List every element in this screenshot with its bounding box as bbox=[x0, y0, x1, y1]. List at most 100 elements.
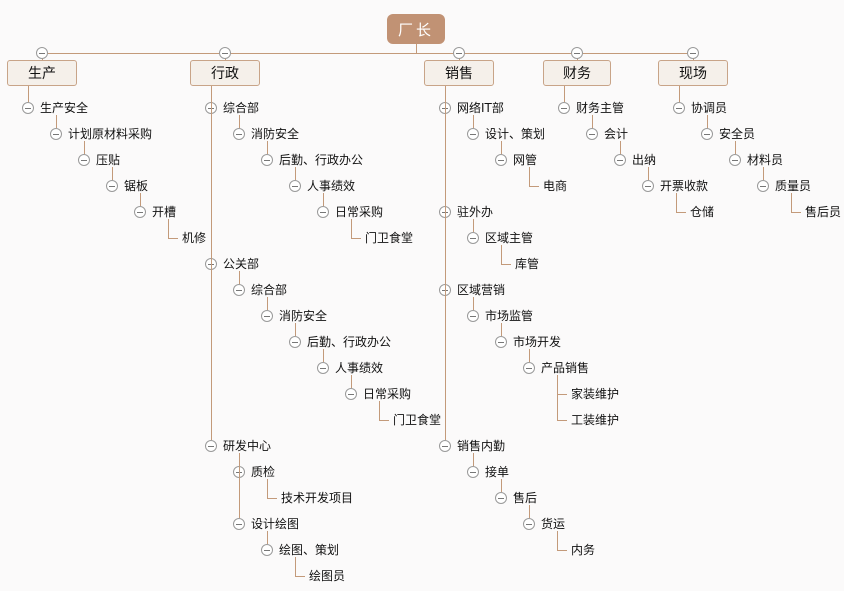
node-label[interactable]: 质量员 bbox=[775, 179, 812, 193]
node-label[interactable]: 网管 bbox=[513, 153, 538, 167]
node-label[interactable]: 绘图、策划 bbox=[279, 543, 340, 557]
node-label[interactable]: 压贴 bbox=[96, 153, 121, 167]
node-label[interactable]: 综合部 bbox=[251, 283, 288, 297]
node-label[interactable]: 网络IT部 bbox=[457, 101, 504, 115]
collapse-toggle[interactable] bbox=[261, 154, 273, 166]
collapse-toggle[interactable] bbox=[439, 440, 451, 452]
collapse-toggle[interactable] bbox=[78, 154, 90, 166]
collapse-toggle[interactable] bbox=[467, 232, 479, 244]
collapse-toggle[interactable] bbox=[289, 336, 301, 348]
node-label[interactable]: 设计、策划 bbox=[485, 127, 546, 141]
node-label[interactable]: 设计绘图 bbox=[251, 517, 300, 531]
collapse-toggle[interactable] bbox=[233, 284, 245, 296]
leaf-label[interactable]: 工装维护 bbox=[571, 413, 620, 427]
node-label[interactable]: 后勤、行政办公 bbox=[279, 153, 364, 167]
node-label[interactable]: 人事绩效 bbox=[307, 179, 356, 193]
collapse-toggle[interactable] bbox=[467, 310, 479, 322]
node-label[interactable]: 研发中心 bbox=[223, 439, 272, 453]
collapse-toggle[interactable] bbox=[106, 180, 118, 192]
branch-0[interactable]: 生产 bbox=[7, 60, 77, 86]
collapse-toggle[interactable] bbox=[642, 180, 654, 192]
node-label[interactable]: 市场开发 bbox=[513, 335, 562, 349]
collapse-toggle[interactable] bbox=[701, 128, 713, 140]
node-label[interactable]: 区域营销 bbox=[457, 283, 506, 297]
node-label[interactable]: 公关部 bbox=[223, 257, 260, 271]
collapse-toggle[interactable] bbox=[233, 128, 245, 140]
node-label[interactable]: 质检 bbox=[251, 465, 276, 479]
leaf-label[interactable]: 家装维护 bbox=[571, 387, 620, 401]
node-label[interactable]: 货运 bbox=[541, 517, 566, 531]
node-label[interactable]: 材料员 bbox=[747, 153, 784, 167]
collapse-toggle[interactable] bbox=[523, 362, 535, 374]
node-label[interactable]: 日常采购 bbox=[335, 205, 384, 219]
collapse-toggle[interactable] bbox=[495, 336, 507, 348]
leaf-label[interactable]: 门卫食堂 bbox=[365, 231, 414, 245]
leaf-label[interactable]: 库管 bbox=[515, 257, 540, 271]
collapse-toggle[interactable] bbox=[558, 102, 570, 114]
collapse-toggle[interactable] bbox=[586, 128, 598, 140]
collapse-toggle[interactable] bbox=[317, 362, 329, 374]
collapse-toggle[interactable] bbox=[757, 180, 769, 192]
collapse-toggle[interactable] bbox=[614, 154, 626, 166]
collapse-toggle[interactable] bbox=[233, 518, 245, 530]
connector-line bbox=[592, 115, 593, 128]
branch-3[interactable]: 财务 bbox=[543, 60, 611, 86]
collapse-toggle[interactable] bbox=[317, 206, 329, 218]
collapse-toggle[interactable] bbox=[453, 47, 465, 59]
node-label[interactable]: 消防安全 bbox=[279, 309, 328, 323]
branch-1[interactable]: 行政 bbox=[190, 60, 260, 86]
node-label[interactable]: 市场监管 bbox=[485, 309, 534, 323]
collapse-toggle[interactable] bbox=[495, 492, 507, 504]
collapse-toggle[interactable] bbox=[22, 102, 34, 114]
branch-4[interactable]: 现场 bbox=[658, 60, 728, 86]
branch-2[interactable]: 销售 bbox=[424, 60, 494, 86]
node-label[interactable]: 安全员 bbox=[719, 127, 756, 141]
leaf-label[interactable]: 绘图员 bbox=[309, 569, 346, 583]
collapse-toggle[interactable] bbox=[261, 544, 273, 556]
leaf-label[interactable]: 售后员 bbox=[805, 205, 842, 219]
collapse-toggle[interactable] bbox=[687, 47, 699, 59]
node-label[interactable]: 驻外办 bbox=[457, 205, 494, 219]
node-label[interactable]: 生产安全 bbox=[40, 101, 89, 115]
node-label[interactable]: 锯板 bbox=[124, 179, 149, 193]
leaf-label[interactable]: 电商 bbox=[543, 179, 568, 193]
node-label[interactable]: 人事绩效 bbox=[335, 361, 384, 375]
node-label[interactable]: 日常采购 bbox=[363, 387, 412, 401]
leaf-label[interactable]: 机修 bbox=[182, 231, 207, 245]
leaf-label[interactable]: 内务 bbox=[571, 543, 596, 557]
collapse-toggle[interactable] bbox=[571, 47, 583, 59]
collapse-toggle[interactable] bbox=[219, 47, 231, 59]
node-label[interactable]: 财务主管 bbox=[576, 101, 625, 115]
leaf-label[interactable]: 技术开发项目 bbox=[281, 491, 354, 505]
collapse-toggle[interactable] bbox=[50, 128, 62, 140]
node-label[interactable]: 产品销售 bbox=[541, 361, 590, 375]
node-label[interactable]: 开票收款 bbox=[660, 179, 709, 193]
node-label[interactable]: 售后 bbox=[513, 491, 538, 505]
collapse-toggle[interactable] bbox=[729, 154, 741, 166]
node-label[interactable]: 区域主管 bbox=[485, 231, 534, 245]
node-label[interactable]: 协调员 bbox=[691, 101, 728, 115]
node-label[interactable]: 会计 bbox=[604, 127, 629, 141]
node-label[interactable]: 出纳 bbox=[632, 153, 657, 167]
node-label[interactable]: 消防安全 bbox=[251, 127, 300, 141]
collapse-toggle[interactable] bbox=[289, 180, 301, 192]
node-label[interactable]: 接单 bbox=[485, 465, 510, 479]
leaf-label[interactable]: 门卫食堂 bbox=[393, 413, 442, 427]
node-label[interactable]: 开槽 bbox=[152, 205, 177, 219]
collapse-toggle[interactable] bbox=[495, 154, 507, 166]
collapse-toggle[interactable] bbox=[36, 47, 48, 59]
node-label[interactable]: 综合部 bbox=[223, 101, 260, 115]
node-label[interactable]: 计划原材料采购 bbox=[68, 127, 153, 141]
collapse-toggle[interactable] bbox=[673, 102, 685, 114]
node-label[interactable]: 后勤、行政办公 bbox=[307, 335, 392, 349]
collapse-toggle[interactable] bbox=[205, 440, 217, 452]
node-label[interactable]: 销售内勤 bbox=[457, 439, 506, 453]
leaf-label[interactable]: 仓储 bbox=[690, 205, 715, 219]
collapse-toggle[interactable] bbox=[261, 310, 273, 322]
collapse-toggle[interactable] bbox=[345, 388, 357, 400]
collapse-toggle[interactable] bbox=[467, 128, 479, 140]
collapse-toggle[interactable] bbox=[523, 518, 535, 530]
collapse-toggle[interactable] bbox=[467, 466, 479, 478]
root-node[interactable]: 厂长 bbox=[387, 14, 445, 44]
collapse-toggle[interactable] bbox=[134, 206, 146, 218]
